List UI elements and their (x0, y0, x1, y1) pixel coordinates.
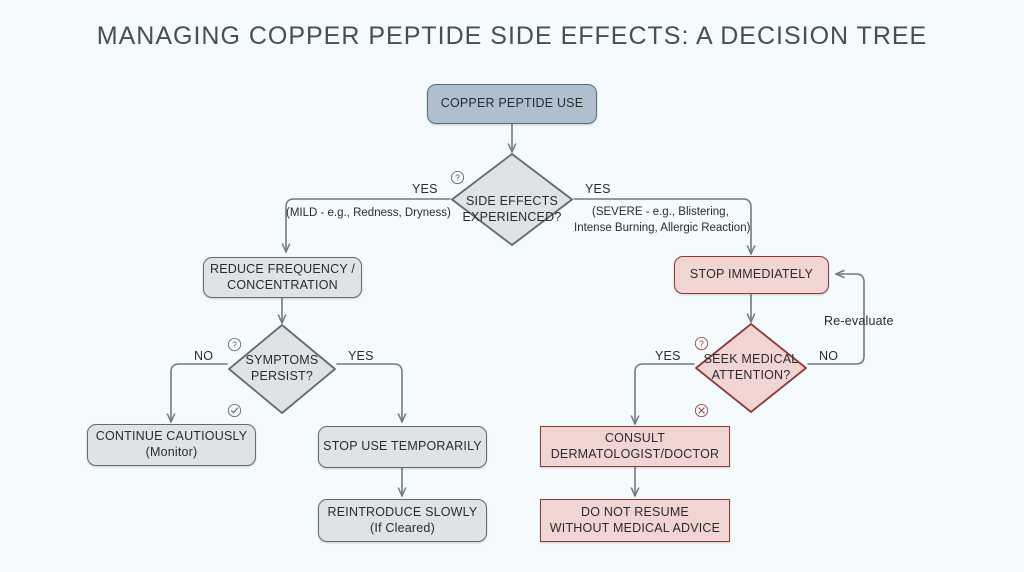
node-continue-cautiously[interactable]: CONTINUE CAUTIOUSLY (Monitor) (87, 424, 256, 466)
node-label: STOP IMMEDIATELY (689, 267, 814, 282)
node-do-not-resume[interactable]: DO NOT RESUME WITHOUT MEDICAL ADVICE (540, 499, 730, 542)
node-label-line2: (If Cleared) (370, 520, 435, 535)
diamond-shape (228, 324, 336, 414)
diamond-shape (451, 153, 573, 246)
edge-label-medical-no: NO (819, 349, 839, 363)
diamond-shape (695, 323, 807, 413)
node-stop-immediately[interactable]: STOP IMMEDIATELY (674, 256, 829, 294)
node-seek-medical-attention[interactable]: ? SEEK MEDICAL ATTENTION? (694, 322, 808, 418)
node-symptoms-persist[interactable]: ? SYMPTOMS PERSIST? (227, 323, 337, 418)
svg-text:?: ? (699, 340, 704, 349)
edge-label-symptoms-no: NO (194, 349, 214, 363)
node-label-line1: DO NOT RESUME (581, 504, 689, 519)
node-label-line2: (Monitor) (145, 445, 198, 459)
node-label-line1: CONSULT (604, 430, 666, 445)
node-label: STOP USE TEMPORARILY (323, 439, 482, 454)
edge-label-severe-yes: YES (585, 182, 611, 196)
node-reintroduce-slowly[interactable]: REINTRODUCE SLOWLY (If Cleared) (318, 499, 487, 542)
svg-text:?: ? (232, 341, 237, 350)
node-label-line2: WITHOUT MEDICAL ADVICE (549, 520, 721, 535)
node-label-line1: REINTRODUCE SLOWLY (327, 504, 478, 519)
node-label-line2: DERMATOLOGIST/DOCTOR (550, 446, 720, 461)
edge-symptoms-yes (336, 363, 402, 423)
node-label: COPPER PEPTIDE USE (440, 96, 584, 111)
edge-symptoms-no (171, 363, 228, 423)
node-label-line2: CONCENTRATION (227, 277, 338, 292)
node-reduce-frequency-concentration[interactable]: REDUCE FREQUENCY / CONCENTRATION (203, 257, 362, 298)
edge-label-severe-detail-line1: (SEVERE - e.g., Blistering, (592, 206, 729, 218)
node-label-line1: REDUCE FREQUENCY / (209, 261, 356, 276)
edge-label-reevaluate: Re-evaluate (824, 314, 894, 328)
node-copper-peptide-use[interactable]: COPPER PEPTIDE USE (427, 84, 597, 124)
edge-label-symptoms-yes: YES (348, 349, 374, 363)
node-stop-use-temporarily[interactable]: STOP USE TEMPORARILY (318, 426, 487, 468)
node-side-effects-experienced[interactable]: ? SIDE EFFECTS EXPERIENCED? (450, 152, 574, 247)
edge-label-medical-yes: YES (655, 349, 681, 363)
edge-label-severe-detail-line2: Intense Burning, Allergic Reaction) (574, 222, 751, 234)
node-consult-dermatologist-doctor[interactable]: CONSULT DERMATOLOGIST/DOCTOR (540, 426, 730, 467)
node-label-line1: CONTINUE CAUTIOUSLY (95, 429, 248, 444)
edge-label-mild-yes: YES (412, 182, 438, 196)
edge-medical-yes (635, 363, 695, 425)
edge-label-mild-detail: (MILD - e.g., Redness, Dryness) (286, 207, 451, 219)
svg-text:?: ? (455, 174, 460, 183)
page-title: MANAGING COPPER PEPTIDE SIDE EFFECTS: A … (96, 22, 928, 50)
